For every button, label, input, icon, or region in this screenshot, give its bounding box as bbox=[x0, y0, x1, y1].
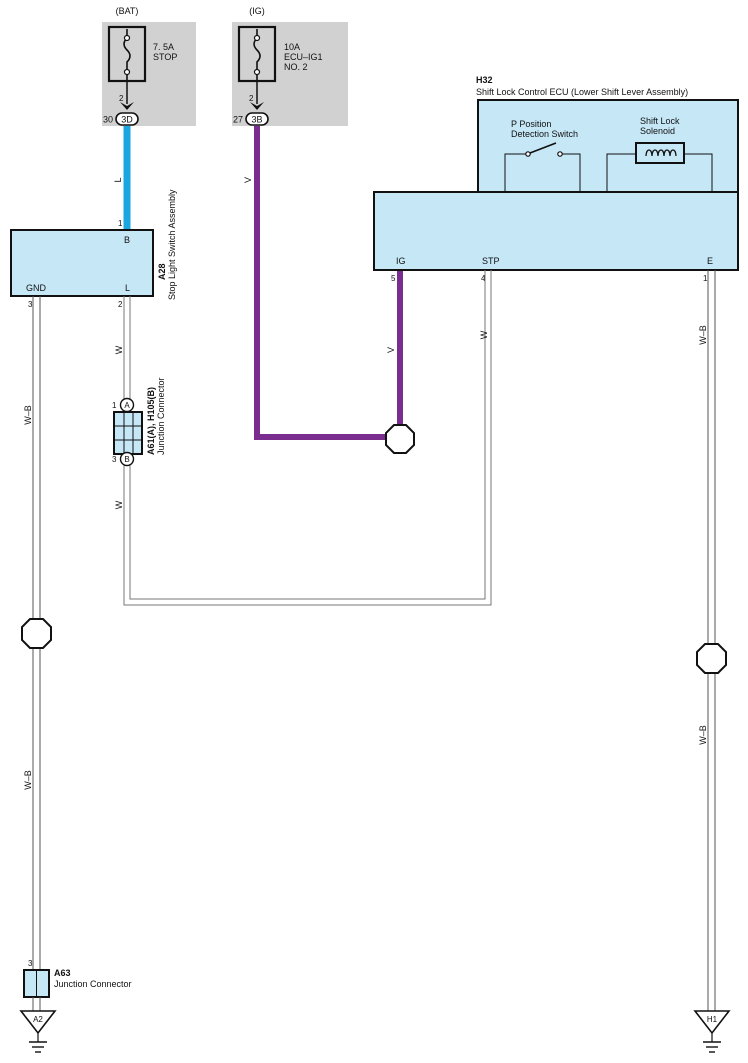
stop-switch-name: Stop Light Switch Assembly bbox=[167, 189, 177, 300]
stop-switch-pin-gnd-num: 3 bbox=[28, 300, 33, 309]
ecu-pin-ig-num: 5 bbox=[391, 274, 396, 283]
ecu-pin-e-num: 1 bbox=[703, 274, 708, 283]
stop-switch-code: A28 bbox=[157, 263, 167, 280]
junction-a61-tag-b bbox=[119, 451, 135, 467]
fuse-ig: 3B (IG) 10A ECU–IG1 NO. 2 2 27 bbox=[232, 6, 348, 126]
wire-v-label-2: V bbox=[386, 347, 396, 353]
junction-a63-code: A63 bbox=[54, 968, 71, 978]
ecu-pin-stp: STP bbox=[482, 256, 500, 266]
wire-v-violet bbox=[254, 126, 388, 440]
solenoid-circuit bbox=[606, 153, 636, 192]
fuse-bat-connector: 3D bbox=[121, 115, 133, 125]
wire-wb-left-label-2: W–B bbox=[23, 770, 33, 790]
wire-w-label-3: W bbox=[479, 330, 489, 339]
fuse-bat-name: STOP bbox=[153, 52, 177, 62]
fuse-ig-arrow bbox=[250, 102, 264, 110]
wire-v-label-1: V bbox=[243, 177, 253, 183]
ecu-solenoid-line1: Shift Lock bbox=[640, 116, 680, 126]
ground-a2-label: A2 bbox=[33, 1015, 43, 1024]
fuse-ig-connector-oval bbox=[245, 112, 269, 126]
fuse-ig-source: (IG) bbox=[249, 6, 265, 16]
ecu-pin-stp-num: 4 bbox=[481, 274, 486, 283]
ecu-solenoid-line2: Solenoid bbox=[640, 126, 675, 136]
fuse-bat-connector-oval bbox=[115, 112, 139, 126]
ground-h1: H1 bbox=[693, 1010, 731, 1053]
solenoid-coil bbox=[645, 149, 677, 157]
splice-v bbox=[385, 424, 415, 454]
ecu-switch-line2: Detection Switch bbox=[511, 129, 578, 139]
fuse-ig-name1: ECU–IG1 bbox=[284, 52, 323, 62]
wire-l-label: L bbox=[113, 177, 123, 182]
stop-switch-pin-l: L bbox=[125, 283, 130, 293]
fuse-bat-pin: 2 bbox=[119, 94, 124, 103]
fuse-ig-terminal: 27 bbox=[233, 115, 243, 125]
fuse-bat-arrow bbox=[120, 102, 134, 110]
fuse-ig-connector: 3B bbox=[251, 115, 262, 125]
wire-wb-right bbox=[707, 270, 716, 1011]
fuse-ig-name2: NO. 2 bbox=[284, 62, 308, 72]
ecu-code: H32 bbox=[476, 75, 493, 85]
junction-a63-pin: 3 bbox=[28, 959, 33, 968]
switch-blade bbox=[529, 142, 557, 154]
wire-w-label-2: W bbox=[114, 500, 124, 509]
ecu-pin-ig: IG bbox=[396, 256, 406, 266]
junction-a63: 3 A63 Junction Connector bbox=[23, 959, 132, 998]
stop-switch-pin-l-num: 2 bbox=[118, 300, 123, 309]
junction-a61-tag-top: A bbox=[124, 401, 130, 410]
junction-a61-pin-bottom: 3 bbox=[112, 455, 117, 464]
ground-h1-label: H1 bbox=[707, 1015, 718, 1024]
stop-switch-pin-b: B bbox=[124, 235, 130, 245]
junction-a61-tag-a bbox=[119, 397, 135, 413]
fuse-bat-source: (BAT) bbox=[116, 6, 139, 16]
ecu-title: Shift Lock Control ECU (Lower Shift Leve… bbox=[476, 87, 688, 97]
stop-switch-pin-gnd: GND bbox=[26, 283, 47, 293]
junction-a63-name: Junction Connector bbox=[54, 979, 132, 989]
wire-w-label-1: W bbox=[114, 345, 124, 354]
junction-a61-pin-top: 1 bbox=[112, 401, 117, 410]
splice-right bbox=[696, 643, 727, 674]
wire-wb-left-label-1: W–B bbox=[23, 405, 33, 425]
junction-a61-name: Junction Connector bbox=[156, 377, 166, 455]
splice-left bbox=[21, 618, 52, 649]
ground-a2: A2 bbox=[19, 1010, 57, 1053]
junction-a61: A B 1 3 A61(A), H105(B) Junction Connect… bbox=[112, 377, 166, 467]
fuse-ig-pin: 2 bbox=[249, 94, 254, 103]
stop-switch-pin-b-num: 1 bbox=[118, 219, 123, 228]
junction-a61-tag-bottom: B bbox=[124, 455, 129, 464]
switch-circuit bbox=[504, 153, 526, 192]
stop-light-switch-a28: B 1 GND L 3 2 A28 Stop Light Switch Asse… bbox=[10, 189, 177, 309]
wire-wb-right-label-2: W–B bbox=[698, 725, 708, 745]
fuse-ig-rating: 10A bbox=[284, 42, 300, 52]
solenoid-box bbox=[635, 142, 685, 164]
ecu-h32: H32 Shift Lock Control ECU (Lower Shift … bbox=[373, 75, 739, 283]
fuse-bat-terminal: 30 bbox=[103, 115, 113, 125]
fuse-bat: 3D (BAT) 7. 5A STOP 2 30 bbox=[102, 6, 196, 126]
junction-a61-code: A61(A), H105(B) bbox=[146, 387, 156, 455]
wire-wb-right-label-1: W–B bbox=[698, 325, 708, 345]
fuse-bat-rating: 7. 5A bbox=[153, 42, 174, 52]
ecu-pin-e: E bbox=[707, 256, 713, 266]
ecu-switch-line1: P Position bbox=[511, 119, 551, 129]
